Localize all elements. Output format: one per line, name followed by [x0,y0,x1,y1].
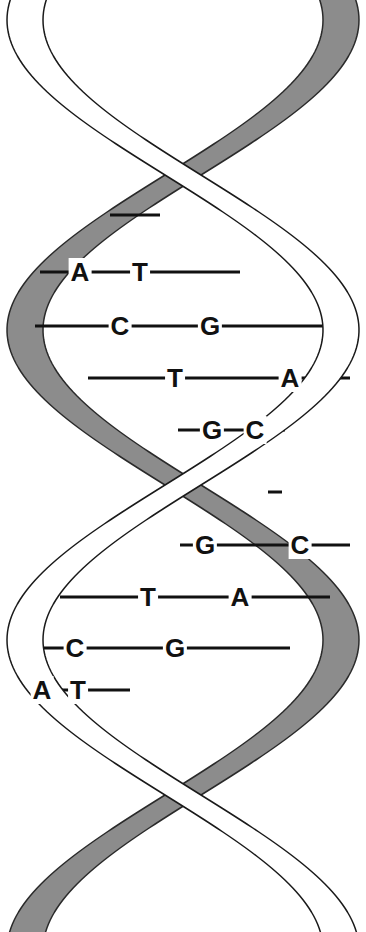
base-pair-bar [268,491,282,494]
base-pair-bar [110,214,160,217]
base-pair-bars [20,215,350,690]
base-pair-bar [35,325,325,328]
base-letter: C [64,634,87,662]
base-letter: T [130,258,150,286]
base-pair-bar [60,596,330,599]
base-letter: C [244,416,267,444]
base-letter: A [69,258,92,286]
base-letter: T [68,676,88,704]
base-letter: G [163,634,187,662]
helix-ribbon [7,0,359,932]
base-letter: T [165,364,185,392]
base-letter: A [279,364,302,392]
back-strand [7,0,359,932]
base-letter: G [193,531,217,559]
base-letter: C [109,312,132,340]
base-letter: A [229,583,252,611]
helix-ribbon [7,0,359,932]
base-letter: C [289,531,312,559]
base-letter: T [138,583,158,611]
base-pair-bar [20,647,290,650]
base-letter: A [31,676,54,704]
base-letter: G [200,416,224,444]
front-strand [7,0,359,932]
base-letter: G [198,312,222,340]
